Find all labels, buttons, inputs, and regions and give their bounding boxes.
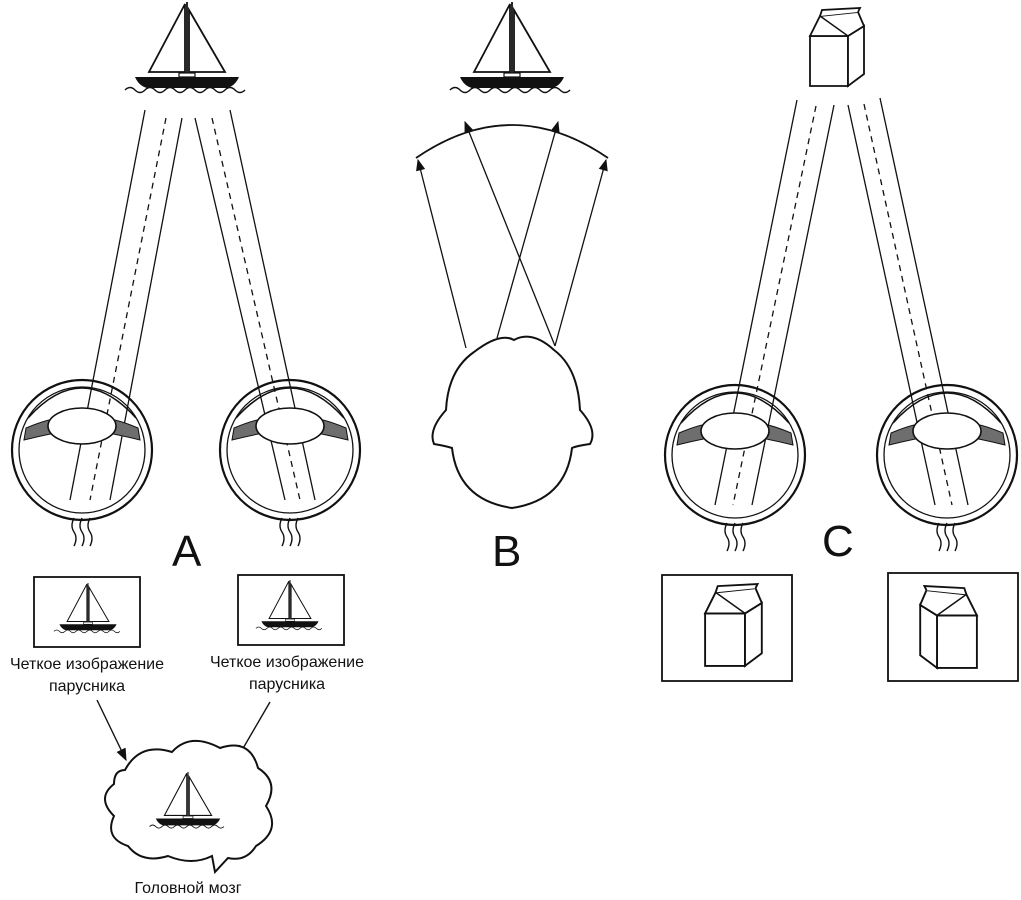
arrow-to-brain-left [96,699,127,762]
caption-left-line2: парусника [49,678,125,695]
left-eye-icon [10,378,154,548]
visual-field-arc [415,124,609,159]
panel-b: B [415,1,609,576]
ray-line [109,117,183,501]
milk-carton-icon [919,585,978,669]
visual-axis-dashed [732,105,817,506]
panel-letter-a: A [172,527,202,576]
head-icon [431,335,594,510]
panel-letter-b: B [492,527,521,576]
sailboat-icon [449,1,571,94]
ray-line [194,117,286,501]
field-ray-arrow [464,120,556,347]
panel-a: A Четкое изображение парусника Четкое из… [10,1,364,897]
field-ray-arrow [496,120,560,339]
caption-right-line1: Четкое изображение [210,654,364,671]
ray-line [847,104,936,506]
visual-axis-dashed [89,117,167,501]
panel-c: C [661,7,1019,682]
field-ray-arrow [554,158,608,347]
milk-carton-icon [809,7,865,87]
field-ray-arrow [416,158,467,349]
left-eye-icon [663,383,807,553]
caption-left-line1: Четкое изображение [10,656,164,673]
panel-letter-c: C [822,517,854,566]
brain-label: Головной мозг [134,880,241,897]
right-eye-icon [218,378,362,548]
milk-carton-icon [704,583,763,667]
caption-right-line2: парусника [249,676,325,693]
sailboat-icon [124,1,246,94]
